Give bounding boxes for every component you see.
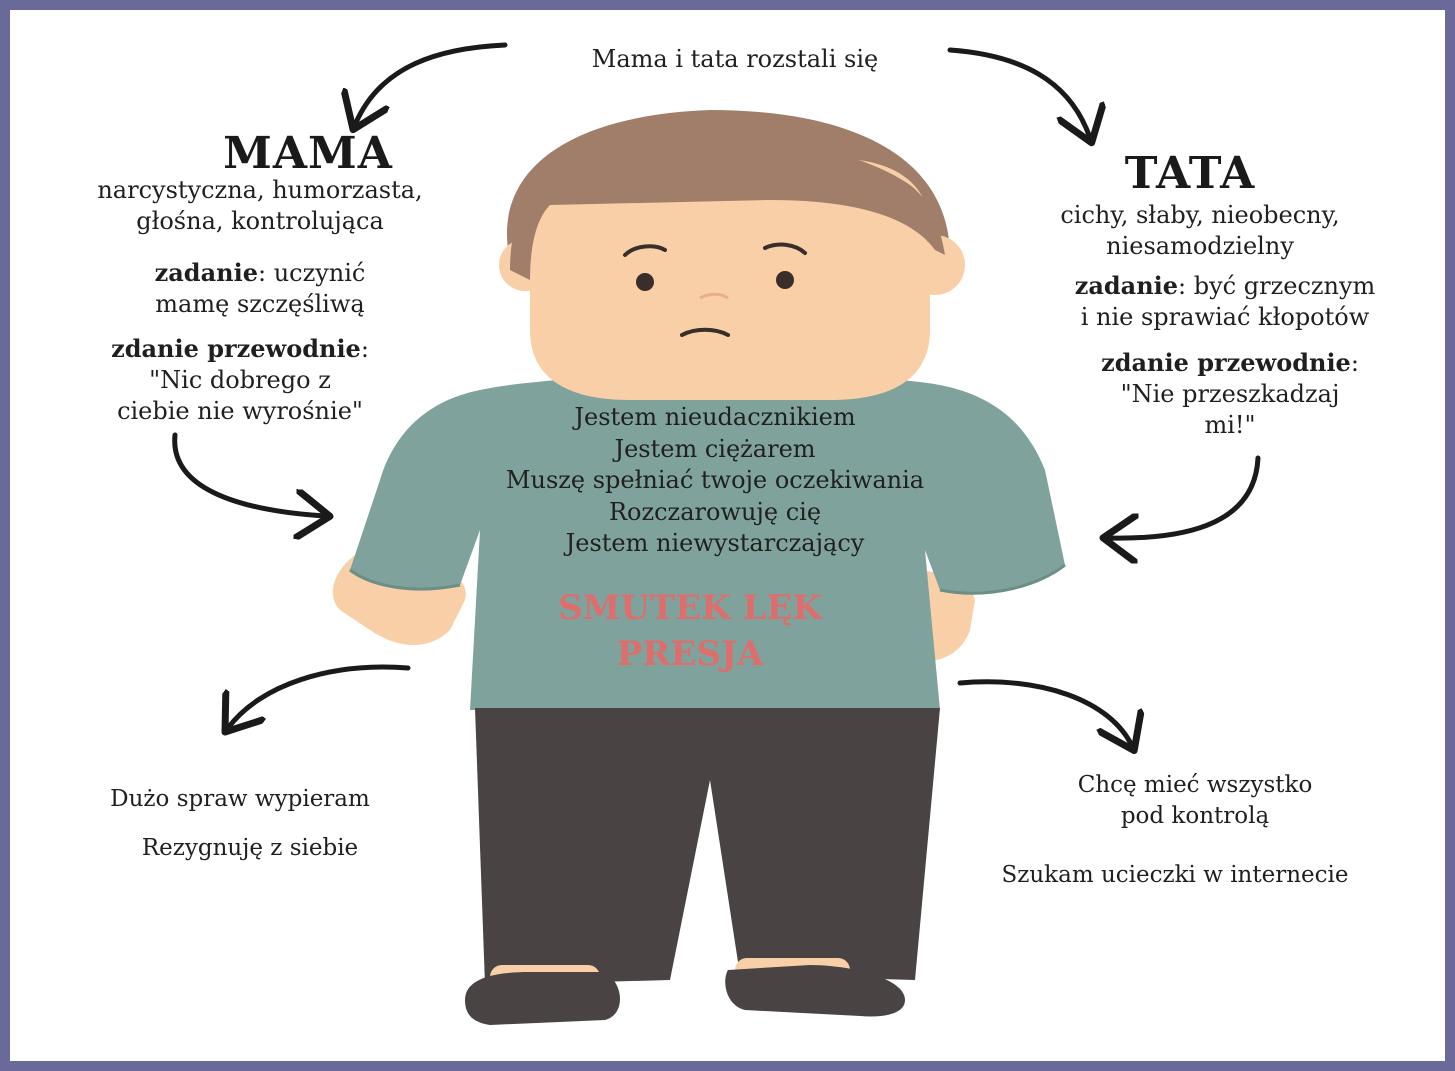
mama-motto-line: ciebie nie wyrośnie" — [10, 396, 470, 427]
left-outcome-1: Dużo spraw wypieram — [40, 784, 440, 815]
top-caption: Mama i tata rozstali się — [525, 44, 945, 75]
belief-line: Muszę spełniać twoje oczekiwania — [405, 465, 1025, 497]
left-outcome-2: Rezygnuję z siebie — [50, 833, 450, 864]
arrow-bottom-right — [960, 682, 1132, 746]
tata-motto: zdanie przewodnie: "Nie przeszkadzaj mi!… — [1010, 347, 1445, 441]
feelings-line: SMUTEK LĘK — [485, 585, 895, 631]
belief-line: Jestem ciężarem — [405, 434, 1025, 466]
tata-traits: cichy, słaby, nieobecny, niesamodzielny — [965, 200, 1435, 262]
mama-traits: narcystyczna, humorzasta, głośna, kontro… — [10, 175, 510, 237]
tata-motto-line: mi!" — [1010, 410, 1445, 441]
infographic-canvas: Mama i tata rozstali się MAMA narcystycz… — [10, 10, 1445, 1061]
mama-task-label: zadanie — [155, 258, 258, 287]
mama-task-text-2: mamę szczęśliwą — [10, 289, 510, 320]
mama-title: MAMA — [158, 128, 458, 179]
feelings: SMUTEK LĘK PRESJA — [485, 585, 895, 677]
tata-task-text-1: : być grzecznym — [1178, 272, 1375, 300]
arrow-top-left — [355, 45, 505, 125]
tata-motto-line: "Nie przeszkadzaj — [1010, 379, 1445, 410]
feelings-line: PRESJA — [485, 631, 895, 677]
right-outcome-2: Szukam ucieczki w internecie — [925, 860, 1425, 891]
child-beliefs: Jestem nieudacznikiem Jestem ciężarem Mu… — [405, 402, 1025, 560]
mama-trait-line: głośna, kontrolująca — [10, 206, 510, 237]
tata-motto-label: zdanie przewodnie — [1101, 348, 1351, 377]
mama-motto-label: zdanie przewodnie — [111, 334, 361, 363]
belief-line: Rozczarowuję cię — [405, 497, 1025, 529]
tata-title: TATA — [1040, 148, 1340, 199]
mama-motto: zdanie przewodnie: "Nic dobrego z ciebie… — [10, 333, 470, 427]
arrow-mid-right — [1108, 458, 1258, 538]
mama-task: zadanie: uczynić mamę szczęśliwą — [10, 257, 510, 320]
arrow-top-right — [950, 50, 1090, 138]
tata-trait-line: niesamodzielny — [965, 231, 1435, 262]
arrow-bottom-left — [228, 667, 408, 728]
tata-task: zadanie: być grzecznym i nie sprawiać kł… — [995, 270, 1445, 333]
tata-task-text-2: i nie sprawiać kłopotów — [995, 302, 1445, 333]
mama-task-text-1: : uczynić — [258, 259, 365, 287]
tata-trait-line: cichy, słaby, nieobecny, — [965, 200, 1435, 231]
tata-task-label: zadanie — [1075, 271, 1178, 300]
mama-motto-line: "Nic dobrego z — [10, 365, 470, 396]
right-outcome-1: Chcę mieć wszystko pod kontrolą — [990, 770, 1400, 832]
belief-line: Jestem niewystarczający — [405, 528, 1025, 560]
mama-trait-line: narcystyczna, humorzasta, — [10, 175, 510, 206]
arrow-mid-left — [175, 435, 325, 516]
belief-line: Jestem nieudacznikiem — [405, 402, 1025, 434]
